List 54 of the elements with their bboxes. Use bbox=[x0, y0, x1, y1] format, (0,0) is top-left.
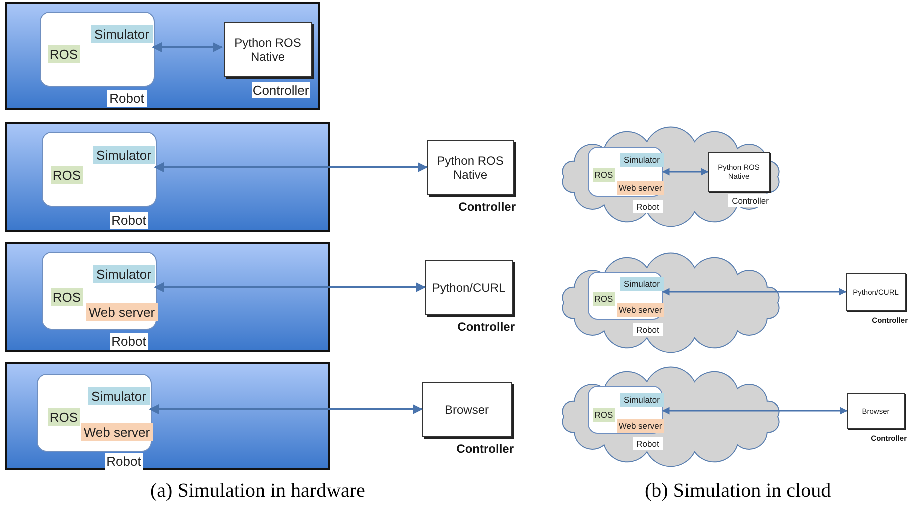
name-tag: Robot bbox=[105, 453, 143, 470]
name-tag: Controller bbox=[252, 82, 310, 98]
name-tag: Robot bbox=[633, 200, 663, 213]
robot-box bbox=[588, 272, 663, 320]
double-arrow bbox=[149, 404, 423, 414]
name-tag: Robot bbox=[110, 212, 148, 229]
panel-band bbox=[5, 242, 330, 352]
name-tag: Robot bbox=[633, 437, 663, 450]
module-tag: Simulator bbox=[93, 265, 155, 283]
name-tag: Robot bbox=[110, 333, 148, 350]
controller-box: Browser bbox=[422, 382, 512, 437]
module-tag: Simulator bbox=[93, 146, 155, 164]
module-tag: Simulator bbox=[88, 387, 150, 405]
robot-box bbox=[588, 386, 663, 434]
module-tag: ROS bbox=[48, 408, 80, 426]
module-tag: Simulator bbox=[620, 393, 664, 407]
robot-box bbox=[37, 374, 152, 452]
figure-caption: (a) Simulation in hardware bbox=[150, 480, 366, 503]
module-tag: ROS bbox=[48, 45, 80, 63]
robot-box bbox=[588, 147, 663, 197]
double-arrow bbox=[662, 288, 847, 296]
robot-box bbox=[40, 12, 155, 87]
robot-box bbox=[42, 252, 157, 330]
name-tag: Robot bbox=[633, 323, 663, 336]
robot-box bbox=[42, 132, 157, 207]
module-tag: Simulator bbox=[620, 277, 664, 291]
controller-caption: Controller bbox=[456, 442, 514, 456]
module-tag: ROS bbox=[51, 166, 83, 184]
module-tag: Simulator bbox=[91, 25, 153, 43]
double-arrow bbox=[154, 282, 426, 292]
module-tag: Web server bbox=[617, 303, 664, 317]
module-tag: Simulator bbox=[620, 153, 664, 167]
module-tag: ROS bbox=[51, 288, 83, 306]
double-arrow bbox=[662, 168, 709, 176]
double-arrow bbox=[662, 407, 848, 415]
module-tag: Web server bbox=[617, 181, 664, 195]
controller-box: Python ROS Native bbox=[224, 22, 312, 77]
double-arrow bbox=[152, 42, 223, 52]
double-arrow bbox=[154, 162, 428, 172]
module-tag: Web server bbox=[617, 419, 664, 433]
panel-band bbox=[5, 122, 330, 232]
module-tag: Web server bbox=[81, 423, 153, 441]
module-tag: Web server bbox=[86, 303, 158, 321]
panel-band bbox=[5, 2, 320, 110]
name-tag: Robot bbox=[107, 90, 147, 107]
module-tag: ROS bbox=[593, 292, 615, 306]
module-tag: ROS bbox=[593, 168, 615, 182]
panel-band bbox=[5, 362, 330, 470]
module-tag: ROS bbox=[593, 408, 615, 422]
controller-caption: Controller bbox=[458, 320, 515, 334]
controller-box: Python/CURL bbox=[425, 260, 513, 315]
controller-caption: Controller bbox=[458, 200, 516, 214]
figure-caption: (b) Simulation in cloud bbox=[645, 480, 832, 503]
controller-box: Python ROS Native bbox=[427, 140, 514, 195]
